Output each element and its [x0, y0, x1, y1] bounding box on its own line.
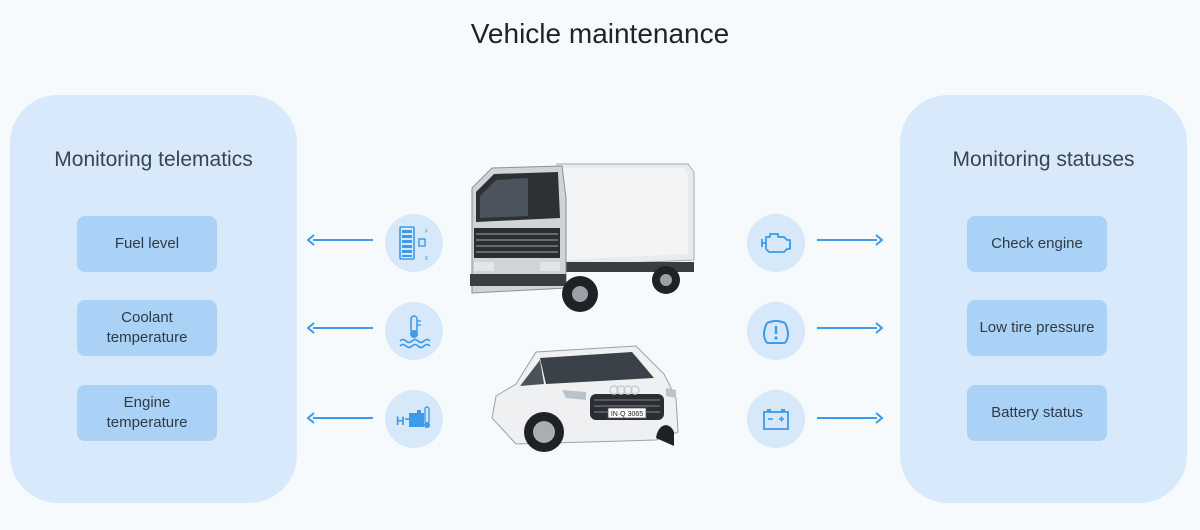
engine-temperature-icon: H: [385, 390, 443, 448]
fuel-gauge-icon: F E: [385, 214, 443, 272]
telematics-panel: Monitoring telematics Fuel level Coolant…: [10, 95, 297, 503]
arrow-right-check-engine: [817, 234, 884, 246]
battery-status-pill: Battery status: [967, 385, 1107, 441]
arrow-left-fuel: [306, 234, 373, 246]
page-title: Vehicle maintenance: [470, 18, 730, 49]
truck-image: [470, 163, 695, 312]
svg-text:H: H: [396, 414, 405, 428]
fuel-level-pill: Fuel level: [77, 216, 217, 272]
statuses-heading: Monitoring statuses: [952, 148, 1135, 171]
engine-temperature-pill: Engine temperature: [77, 385, 217, 441]
telematics-heading: Monitoring telematics: [54, 148, 253, 171]
license-plate-text: IN·Q 3065: [611, 411, 643, 418]
coolant-temperature-icon: [385, 302, 443, 360]
suv-image: IN·Q 3065: [491, 345, 679, 452]
svg-text:F: F: [425, 229, 428, 235]
check-engine-icon: [747, 214, 805, 272]
arrow-left-coolant: [306, 322, 373, 334]
check-engine-pill: Check engine: [967, 216, 1107, 272]
arrow-right-tire: [817, 322, 884, 334]
tire-pressure-icon: [747, 302, 805, 360]
statuses-panel: Monitoring statuses Check engine Low tir…: [900, 95, 1187, 503]
coolant-temperature-pill: Coolant temperature: [77, 300, 217, 356]
low-tire-pressure-pill: Low tire pressure: [967, 300, 1107, 356]
battery-icon: [747, 390, 805, 448]
arrow-left-engine: [306, 412, 373, 424]
arrow-right-battery: [817, 412, 884, 424]
svg-text:E: E: [425, 256, 429, 262]
